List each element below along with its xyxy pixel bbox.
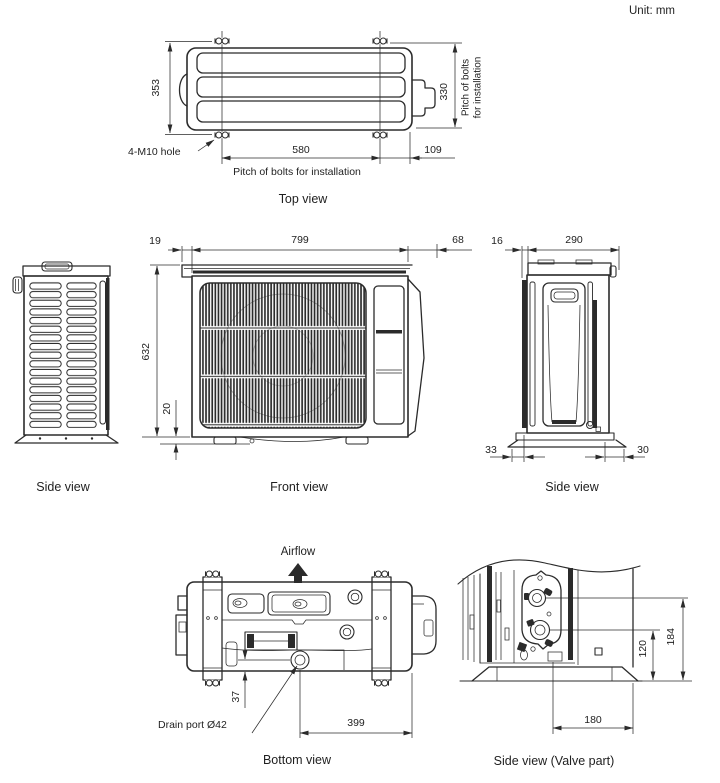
dim-19: 19	[149, 235, 161, 247]
bottom-valve-cover	[411, 595, 437, 655]
dim-290: 290	[565, 234, 583, 246]
unit-note: Unit: mm	[629, 5, 675, 17]
front-view-drawing	[142, 244, 472, 460]
dim-68: 68	[452, 234, 464, 246]
front-view-body	[191, 275, 409, 438]
dim-30: 30	[637, 444, 649, 456]
pipe-clamp	[244, 631, 298, 651]
valve-view-drawing	[457, 559, 692, 734]
bolt-hole-icon	[372, 37, 388, 45]
bolt-hole-icon	[373, 570, 390, 578]
side-view-right-drawing	[490, 246, 645, 462]
dim-330: 330	[438, 83, 451, 101]
top-view-caption: Top view	[278, 192, 328, 206]
dim-184: 184	[665, 628, 678, 646]
top-view-valve-cover	[411, 79, 436, 117]
airflow-arrow-icon	[288, 563, 308, 583]
bottom-view-drawing	[175, 563, 437, 738]
airflow-label: Airflow	[280, 546, 316, 558]
valve-lower	[529, 619, 551, 641]
dim-580: 580	[292, 144, 310, 156]
dim-20: 20	[161, 402, 174, 415]
valve-upper	[527, 588, 547, 608]
louver-column	[29, 281, 63, 428]
bolt-hole-icon	[214, 37, 230, 45]
dim-33: 33	[485, 444, 497, 456]
side-view-left-caption: Side view	[36, 480, 90, 494]
drain-port	[290, 650, 310, 670]
pitch-of-bolts-side-label: Pitch of bolts for installation	[460, 56, 484, 119]
mount-bracket	[371, 576, 392, 681]
drain-port-label: Drain port Ø42	[158, 719, 227, 731]
mount-bracket	[202, 576, 223, 681]
bolt-hole-icon	[373, 679, 390, 687]
dim-120: 120	[637, 640, 650, 658]
side-view-right-caption: Side view	[545, 480, 599, 494]
fan-grille	[199, 282, 367, 429]
dim-632: 632	[140, 343, 153, 361]
top-view-drawing	[165, 31, 462, 164]
front-view-caption: Front view	[270, 480, 328, 494]
dim-180: 180	[584, 714, 602, 726]
break-line	[457, 559, 641, 585]
valve-plate	[521, 570, 562, 650]
bolt-hole-icon	[372, 131, 388, 139]
bottom-view-body	[186, 581, 413, 672]
dim-399: 399	[347, 717, 365, 729]
side-view-left-drawing	[12, 261, 119, 444]
front-side-panel	[373, 285, 405, 425]
dim-799: 799	[291, 234, 309, 246]
dim-37: 37	[230, 690, 243, 703]
bolt-hole-icon	[204, 570, 221, 578]
louver-column	[66, 281, 98, 428]
hole-label: 4-M10 hole	[128, 146, 181, 158]
dim-353: 353	[150, 79, 163, 97]
bottom-view-caption: Bottom view	[262, 753, 332, 767]
bolt-hole-icon	[204, 679, 221, 687]
bolt-hole-icon	[214, 131, 230, 139]
panel-handle	[550, 288, 579, 303]
service-panel	[542, 282, 586, 427]
pitch-of-bolts-label: Pitch of bolts for installation	[233, 166, 361, 178]
dim-16: 16	[491, 235, 503, 247]
top-view-body	[186, 47, 413, 131]
dim-109: 109	[424, 144, 442, 156]
valve-view-caption: Side view (Valve part)	[493, 754, 615, 768]
